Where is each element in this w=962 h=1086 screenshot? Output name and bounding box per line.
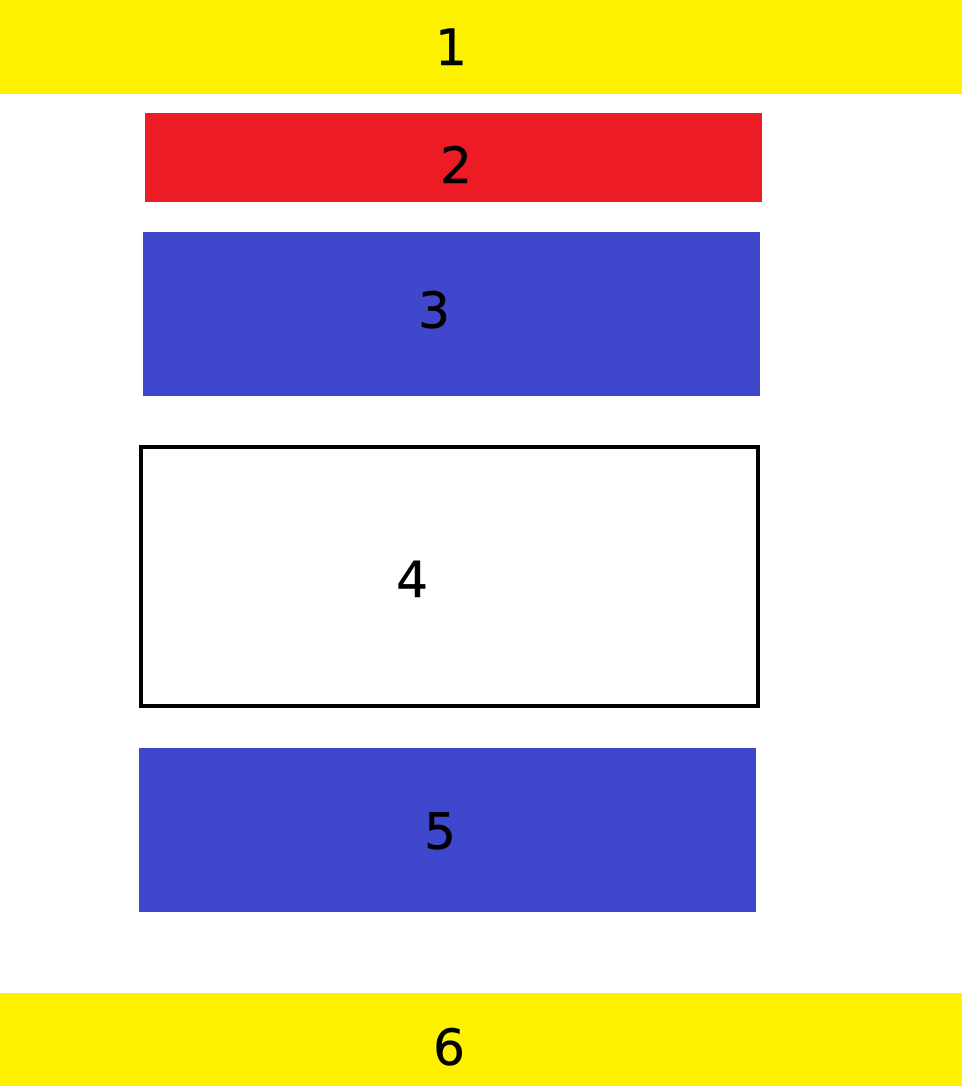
section-3-label: 3 (418, 282, 450, 340)
section-6-footer-bar (0, 993, 962, 1086)
section-4-outlined-block (139, 445, 760, 708)
section-4-label: 4 (396, 551, 428, 609)
section-6-label: 6 (433, 1019, 465, 1077)
section-5-blue-block (139, 748, 756, 912)
section-2-label: 2 (440, 137, 472, 195)
section-1-label: 1 (435, 19, 467, 77)
section-1-header-bar (0, 0, 962, 94)
section-5-label: 5 (424, 803, 456, 861)
section-3-blue-block (143, 232, 760, 396)
section-2-red-block (145, 113, 762, 202)
